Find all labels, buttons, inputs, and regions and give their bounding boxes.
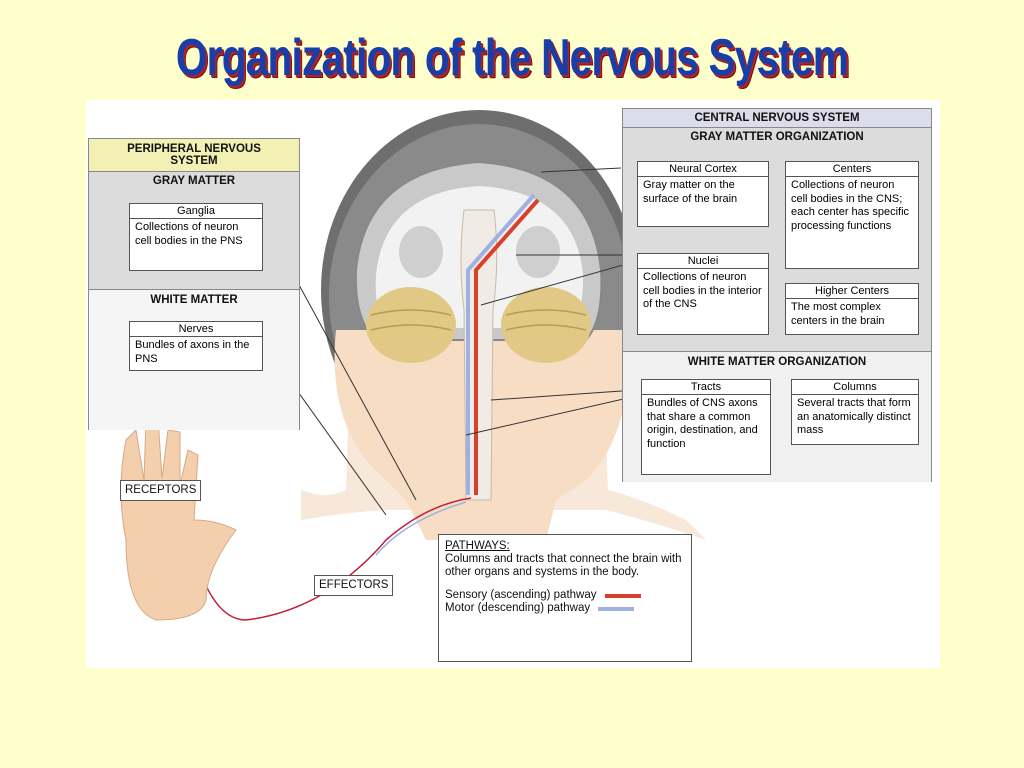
ganglia-label: Ganglia	[130, 204, 262, 219]
sensory-legend-swatch	[604, 593, 641, 598]
pns-gray-matter: GRAY MATTER	[152, 175, 236, 187]
pns-panel: PERIPHERAL NERVOUS SYSTEM GRAY MATTER Ga…	[88, 138, 300, 430]
diagram-panel: PERIPHERAL NERVOUS SYSTEM GRAY MATTER Ga…	[86, 100, 940, 668]
slide-title: Organization of the Nervous System	[175, 29, 849, 87]
brain-illustration	[120, 110, 706, 621]
pathways-legend: PATHWAYS: Columns and tracts that connec…	[438, 534, 692, 662]
tracts-text: Bundles of CNS axons that share a common…	[647, 397, 758, 450]
pns-white-matter: WHITE MATTER	[150, 294, 238, 306]
centers-text: Collections of neuron cell bodies in the…	[791, 179, 910, 232]
neural-cortex-text: Gray matter on the surface of the brain	[643, 179, 738, 205]
pns-white-section: WHITE MATTER	[89, 289, 299, 430]
cns-gray-org: GRAY MATTER ORGANIZATION	[690, 131, 864, 143]
columns-text: Several tracts that form an anatomically…	[797, 397, 911, 436]
pathways-text: Columns and tracts that connect the brai…	[445, 553, 682, 578]
cns-heading: CENTRAL NERVOUS SYSTEM	[623, 109, 931, 128]
neural-cortex-label: Neural Cortex	[638, 162, 768, 177]
cns-white-org: WHITE MATTER ORGANIZATION	[687, 356, 867, 368]
centers-label: Centers	[786, 162, 918, 177]
nuclei-box: Nuclei Collections of neuron cell bodies…	[637, 253, 769, 335]
tracts-box: Tracts Bundles of CNS axons that share a…	[641, 379, 771, 475]
columns-box: Columns Several tracts that form an anat…	[791, 379, 919, 445]
effectors-label: EFFECTORS	[314, 575, 394, 596]
receptors-label: RECEPTORS	[120, 480, 202, 501]
pns-heading: PERIPHERAL NERVOUS SYSTEM	[89, 139, 299, 172]
motor-legend-label: Motor (descending) pathway	[445, 602, 591, 614]
higher-centers-text: The most complex centers in the brain	[791, 301, 885, 327]
neural-cortex-box: Neural Cortex Gray matter on the surface…	[637, 161, 769, 227]
nerves-box: Nerves Bundles of axons in the PNS	[129, 321, 263, 371]
nerves-label: Nerves	[130, 322, 262, 337]
higher-centers-box: Higher Centers The most complex centers …	[785, 283, 919, 335]
nerves-text: Bundles of axons in the PNS	[135, 339, 250, 365]
ganglia-box: Ganglia Collections of neuron cell bodie…	[129, 203, 263, 271]
pathways-heading: PATHWAYS:	[445, 540, 510, 552]
sensory-legend-label: Sensory (ascending) pathway	[445, 589, 597, 601]
nuclei-label: Nuclei	[638, 254, 768, 269]
centers-box: Centers Collections of neuron cell bodie…	[785, 161, 919, 269]
sensory-legend-row: Sensory (ascending) pathway	[445, 589, 685, 602]
tracts-label: Tracts	[642, 380, 770, 395]
cns-panel: CENTRAL NERVOUS SYSTEM GRAY MATTER ORGAN…	[622, 108, 932, 482]
columns-label: Columns	[792, 380, 918, 395]
nuclei-text: Collections of neuron cell bodies in the…	[643, 271, 762, 310]
motor-legend-row: Motor (descending) pathway	[445, 602, 685, 615]
higher-centers-label: Higher Centers	[786, 284, 918, 299]
motor-legend-swatch	[598, 606, 635, 611]
ganglia-text: Collections of neuron cell bodies in the…	[135, 221, 243, 247]
